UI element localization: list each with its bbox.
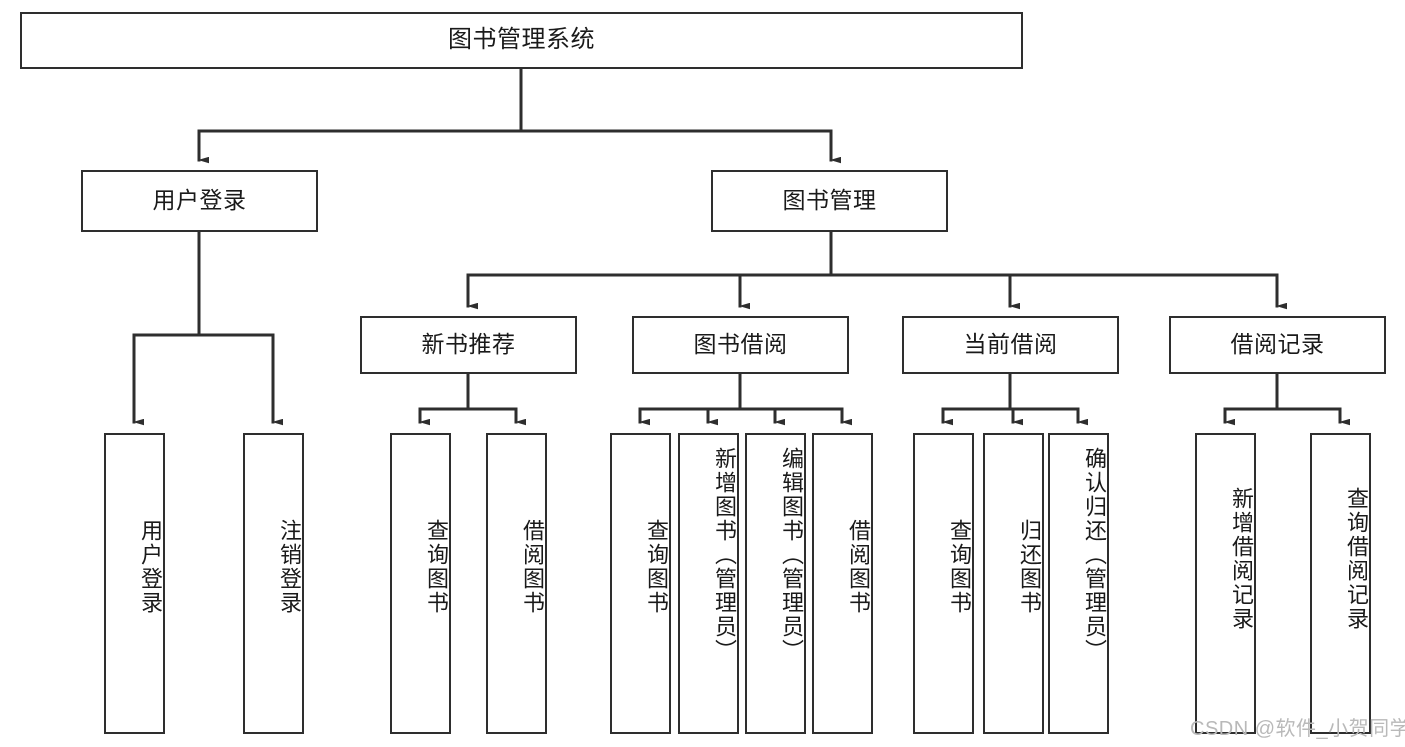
node-label: 图书借阅	[693, 331, 788, 358]
node-leaf-logout[interactable]: 注销登录	[243, 433, 304, 734]
node-label: 新增图书（管理员）	[712, 447, 737, 663]
node-leaf-edit-book-admin[interactable]: 编辑图书（管理员）	[745, 433, 806, 734]
node-book-borrowing[interactable]: 图书借阅	[632, 316, 849, 374]
node-label: 查询借阅记录	[1344, 487, 1369, 631]
node-label: 用户登录	[138, 519, 163, 615]
node-label: 新书推荐	[421, 331, 516, 358]
node-label: 借阅图书	[520, 519, 545, 615]
node-leaf-add-borrow-record[interactable]: 新增借阅记录	[1195, 433, 1256, 734]
node-user-login[interactable]: 用户登录	[81, 170, 318, 232]
node-book-management[interactable]: 图书管理	[711, 170, 948, 232]
node-label: 确认归还（管理员）	[1082, 447, 1107, 663]
node-new-book-recommendation[interactable]: 新书推荐	[360, 316, 577, 374]
node-label: 新增借阅记录	[1229, 487, 1254, 631]
node-label: 查询图书	[424, 519, 449, 615]
node-label: 归还图书	[1017, 519, 1042, 615]
node-leaf-add-book-admin[interactable]: 新增图书（管理员）	[678, 433, 739, 734]
node-leaf-borrow-books-rec[interactable]: 借阅图书	[486, 433, 547, 734]
node-borrowing-record[interactable]: 借阅记录	[1169, 316, 1386, 374]
node-root-book-management-system[interactable]: 图书管理系统	[20, 12, 1023, 69]
node-label: 查询图书	[947, 519, 972, 615]
node-leaf-query-borrow-record[interactable]: 查询借阅记录	[1310, 433, 1371, 734]
node-leaf-query-books-borrow[interactable]: 查询图书	[610, 433, 671, 734]
node-label: 图书管理系统	[448, 26, 595, 54]
node-label: 借阅图书	[846, 519, 871, 615]
node-leaf-query-books-current[interactable]: 查询图书	[913, 433, 974, 734]
node-label: 注销登录	[277, 519, 302, 615]
node-leaf-borrow-books[interactable]: 借阅图书	[812, 433, 873, 734]
node-leaf-user-login[interactable]: 用户登录	[104, 433, 165, 734]
node-label: 借阅记录	[1230, 331, 1325, 358]
watermark: CSDN @软件_小贺同学	[1190, 718, 1405, 740]
node-label: 用户登录	[152, 187, 247, 214]
node-label: 编辑图书（管理员）	[779, 447, 804, 663]
node-label: 查询图书	[644, 519, 669, 615]
node-leaf-confirm-return-admin[interactable]: 确认归还（管理员）	[1048, 433, 1109, 734]
node-label: 当前借阅	[963, 331, 1058, 358]
node-leaf-query-books-rec[interactable]: 查询图书	[390, 433, 451, 734]
node-current-borrowing[interactable]: 当前借阅	[902, 316, 1119, 374]
node-leaf-return-books[interactable]: 归还图书	[983, 433, 1044, 734]
node-label: 图书管理	[782, 187, 877, 214]
